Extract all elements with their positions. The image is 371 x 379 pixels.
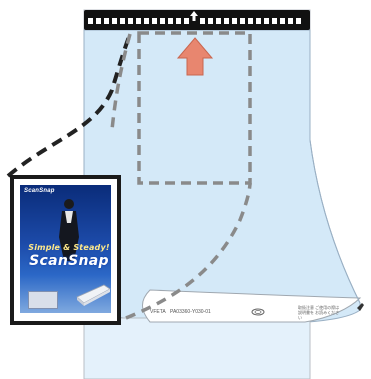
carrier-note: 取扱注意 ご使用の際は 説明書を お読みください (298, 305, 342, 320)
carrier-sheet-front (84, 30, 360, 323)
brochure-document: ScanSnap Simple & Steady! ScanSnap (10, 175, 121, 325)
brochure-brand-large: ScanSnap (22, 253, 116, 269)
brochure-tagline: Simple & Steady! (22, 243, 116, 252)
carrier-code: PA03360-Y030-01 (170, 309, 211, 315)
scanner-image (74, 279, 112, 307)
carrier-label: VFETA (150, 309, 166, 315)
product-box (28, 291, 58, 309)
carrier-sheet-lower (84, 318, 310, 379)
brochure-cover: ScanSnap Simple & Steady! ScanSnap (20, 185, 111, 313)
brochure-brand-small: ScanSnap (24, 188, 55, 194)
